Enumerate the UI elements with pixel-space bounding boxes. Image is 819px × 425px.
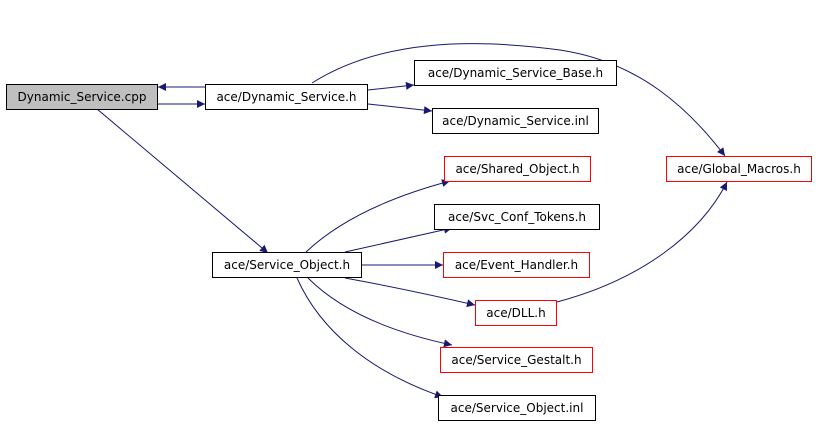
edge-dynamic-service-h-to-global-macros-h: [311, 43, 726, 157]
edge-cpp-to-service-object-h: [96, 108, 269, 254]
edge-dynamic-service-h-to-base-h: [367, 81, 415, 91]
edge-service-object-h-to-shared-object-h: [305, 179, 451, 253]
edge-dll-h-to-global-macros-h: [556, 181, 728, 303]
node-svc-conf-tokens-h[interactable]: ace/Svc_Conf_Tokens.h: [434, 204, 600, 230]
node-dll-h[interactable]: ace/DLL.h: [475, 300, 557, 326]
node-dynamic-service-cpp: Dynamic_Service.cpp: [6, 84, 158, 110]
node-service-gestalt-h[interactable]: ace/Service_Gestalt.h: [440, 347, 593, 373]
node-service-object-h[interactable]: ace/Service_Object.h: [212, 252, 362, 278]
node-shared-object-h[interactable]: ace/Shared_Object.h: [444, 156, 591, 182]
edge-service-object-h-to-svc-conf-tokens-h: [344, 225, 453, 253]
node-dynamic-service-base-h[interactable]: ace/Dynamic_Service_Base.h: [414, 60, 617, 86]
node-dynamic-service-inl[interactable]: ace/Dynamic_Service.inl: [432, 108, 599, 134]
node-service-object-inl[interactable]: ace/Service_Object.inl: [438, 395, 596, 421]
edge-service-object-h-to-dll-h: [344, 277, 476, 308]
node-event-handler-h[interactable]: ace/Event_Handler.h: [443, 252, 590, 278]
edge-dynamic-service-h-to-inl: [367, 103, 433, 115]
node-dynamic-service-h[interactable]: ace/Dynamic_Service.h: [205, 84, 368, 110]
edge-service-object-h-to-service-gestalt-h: [307, 277, 453, 348]
edge-service-object-h-to-service-object-inl: [296, 277, 444, 399]
node-global-macros-h[interactable]: ace/Global_Macros.h: [666, 156, 812, 182]
